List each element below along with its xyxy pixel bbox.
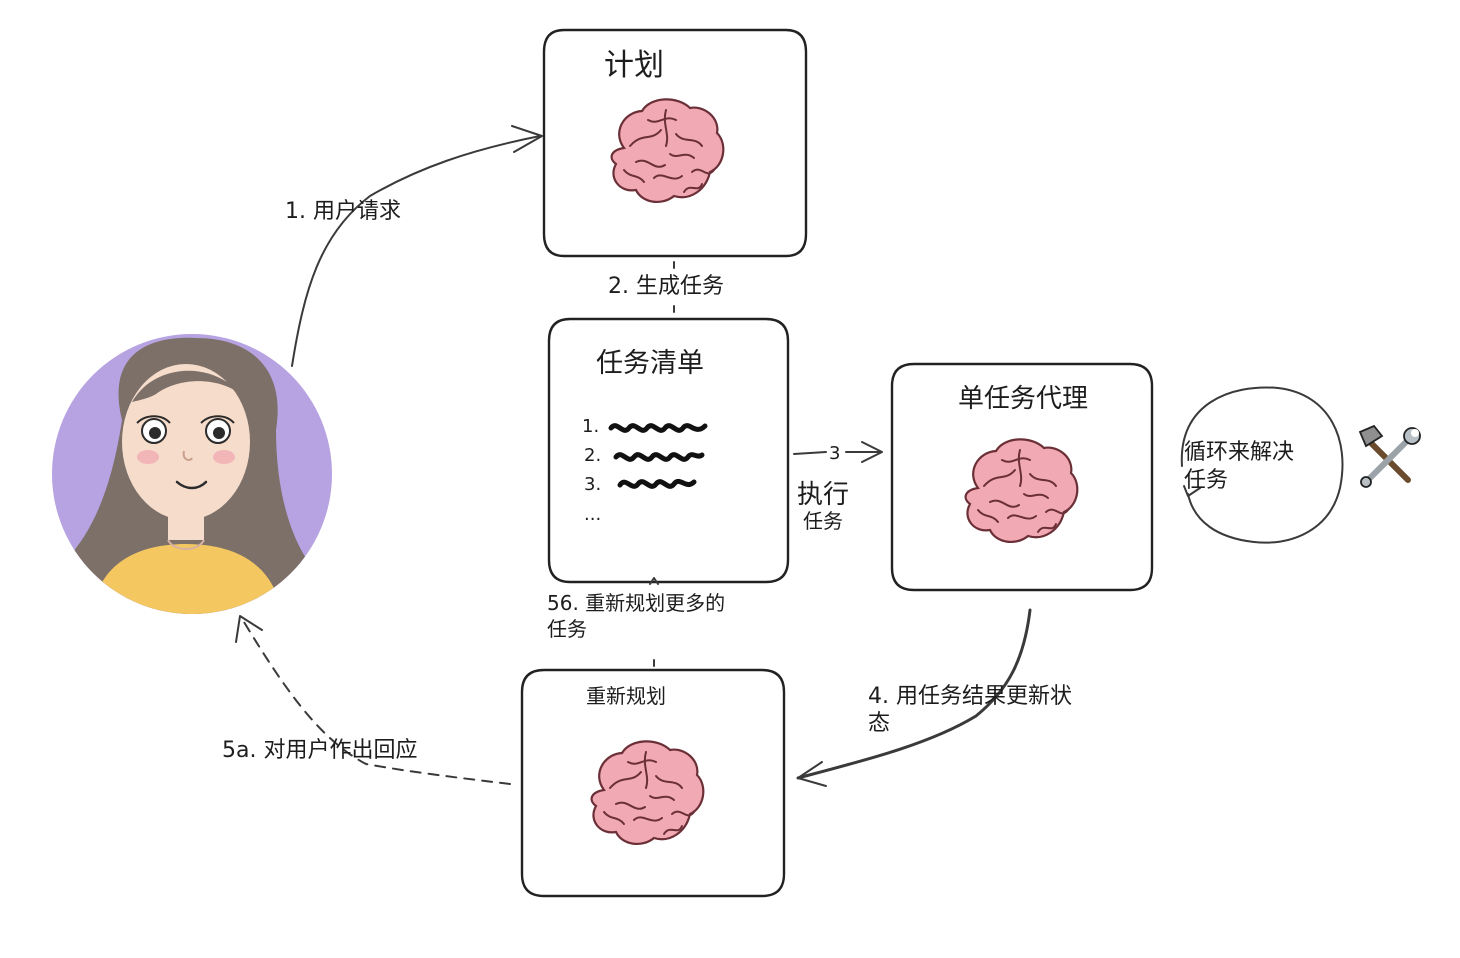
list-number-1: 1. bbox=[582, 416, 599, 437]
loop-solve-task: 循环来解决 任务 bbox=[1180, 386, 1344, 544]
edge-execute-sub-label: 任务 bbox=[803, 509, 843, 533]
hammer-wrench-icon bbox=[1358, 424, 1421, 488]
scribble-line-1 bbox=[608, 423, 708, 433]
plan-node: 计划 bbox=[542, 28, 808, 258]
edge-respond-user: 5a. 对用户作出回应 bbox=[222, 615, 511, 785]
task-list-node: 任务清单 1. 2. 3. ... bbox=[547, 317, 790, 584]
edge-user-request: 1. 用户请求 bbox=[285, 125, 543, 367]
edge-generate-tasks: 2. 生成任务 bbox=[608, 261, 724, 313]
edge-update-state: 4. 用任务结果更新状 态 bbox=[796, 608, 1072, 787]
user-avatar bbox=[52, 334, 332, 614]
scribble-line-2 bbox=[613, 452, 705, 462]
edge-replan-more-tasks: 56. 重新规划更多的 任务 bbox=[547, 577, 725, 667]
list-ellipsis: ... bbox=[584, 504, 601, 525]
scribble-line-3 bbox=[617, 478, 697, 489]
replan-title: 重新规划 bbox=[586, 684, 666, 708]
replan-node: 重新规划 bbox=[520, 668, 786, 898]
list-number-3: 3. bbox=[584, 474, 601, 495]
edge-replan-label-line1: 56. 重新规划更多的 bbox=[547, 591, 725, 615]
single-task-agent-node: 单任务代理 bbox=[890, 362, 1154, 592]
edge-replan-label-line2: 任务 bbox=[547, 617, 587, 641]
loop-label-line1: 循环来解决 bbox=[1184, 440, 1294, 465]
edge-generate-tasks-label: 2. 生成任务 bbox=[608, 274, 724, 299]
edge-user-request-label: 1. 用户请求 bbox=[285, 199, 401, 224]
task-list-title: 任务清单 bbox=[596, 348, 704, 379]
list-number-2: 2. bbox=[584, 445, 601, 466]
edge-execute-step-number: 3 bbox=[829, 443, 840, 464]
edge-execute-main-label: 执行 bbox=[797, 480, 849, 510]
edge-execute-task: 3 执行 任务 bbox=[793, 441, 883, 533]
edge-update-state-label-line2: 态 bbox=[868, 711, 890, 736]
agent-title: 单任务代理 bbox=[958, 384, 1088, 414]
edge-update-state-label-line1: 4. 用任务结果更新状 bbox=[868, 684, 1072, 709]
loop-label-line2: 任务 bbox=[1184, 468, 1228, 493]
edge-respond-user-label: 5a. 对用户作出回应 bbox=[222, 738, 417, 763]
plan-title: 计划 bbox=[604, 48, 664, 83]
